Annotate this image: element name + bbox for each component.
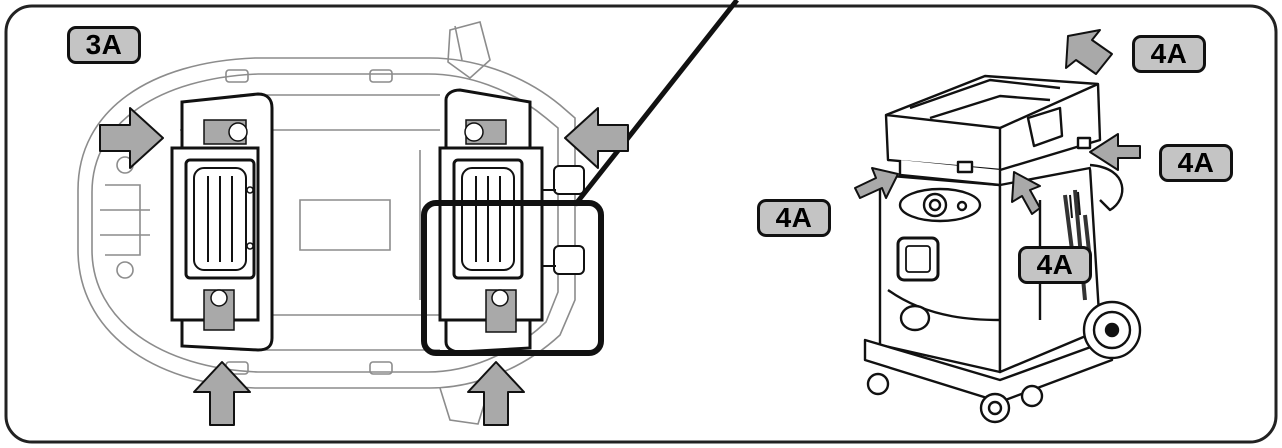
push-arrow-icon (854, 29, 1141, 215)
callout-leader-line (573, 0, 739, 207)
push-arrow-icon (99, 107, 629, 426)
step-label-3a: 3A (67, 26, 141, 64)
step-label-4a-lower: 4A (1018, 246, 1092, 284)
vacuum-cleaner-illustration (863, 163, 1142, 424)
step-label-4a-left: 4A (757, 199, 831, 237)
step-label-4a-right: 4A (1159, 144, 1233, 182)
callout-box (421, 200, 604, 356)
tool-box-illustration (884, 74, 1102, 187)
hose-detail (1069, 191, 1081, 219)
right-clip (438, 88, 585, 354)
left-clip (170, 92, 274, 352)
step-label-4a-top: 4A (1132, 35, 1206, 73)
